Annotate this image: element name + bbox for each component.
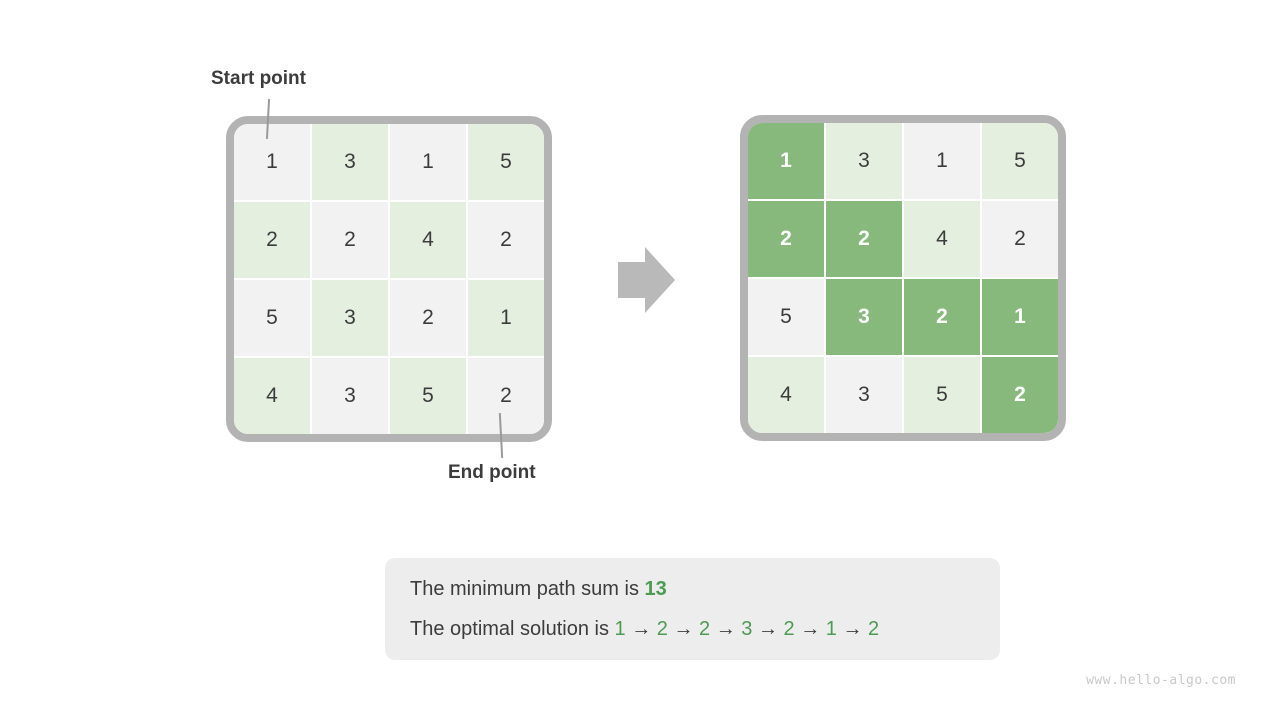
path-arrow-separator: →: [625, 618, 657, 640]
grid-cell: 3: [826, 123, 902, 199]
result-path-sequence: 1 → 2 → 2 → 3 → 2 → 1 → 2: [615, 618, 880, 640]
grid-cell: 3: [312, 358, 388, 434]
grid-cell: 3: [826, 357, 902, 433]
grid-cell: 2: [982, 357, 1058, 433]
grid-cell: 1: [234, 124, 310, 200]
grid-cell: 5: [234, 280, 310, 356]
grid-cell: 1: [468, 280, 544, 356]
grid-cell: 1: [904, 123, 980, 199]
arrow-head: [645, 247, 675, 313]
grid-cell: 2: [826, 201, 902, 277]
grid-cell: 2: [390, 280, 466, 356]
result-path-line: The optimal solution is 1 → 2 → 2 → 3 → …: [410, 609, 1000, 649]
grid-cell: 4: [390, 202, 466, 278]
path-step-value: 1: [614, 618, 626, 640]
grid-cell: 4: [748, 357, 824, 433]
path-arrow-separator: →: [710, 618, 742, 640]
path-arrow-separator: →: [752, 618, 784, 640]
grid-cell: 1: [748, 123, 824, 199]
path-step-value: 2: [699, 618, 711, 640]
grid-cell: 4: [234, 358, 310, 434]
grid-cell: 5: [390, 358, 466, 434]
result-path-text: The optimal solution is: [410, 618, 615, 640]
grid-cell: 5: [904, 357, 980, 433]
path-step-value: 1: [825, 618, 837, 640]
grid-cell: 2: [234, 202, 310, 278]
grid-cell: 2: [468, 202, 544, 278]
arrow-shaft: [618, 262, 645, 298]
watermark: www.hello-algo.com: [1086, 673, 1236, 688]
path-step-value: 2: [868, 618, 880, 640]
path-arrow-separator: →: [836, 618, 869, 640]
path-arrow-separator: →: [794, 618, 826, 640]
grid-cell: 2: [982, 201, 1058, 277]
start-point-label: Start point: [211, 68, 306, 89]
grid-cell: 3: [826, 279, 902, 355]
result-sum-text: The minimum path sum is: [410, 578, 645, 600]
path-step-value: 3: [741, 618, 753, 640]
grid-cell: 2: [468, 358, 544, 434]
result-box: The minimum path sum is 13 The optimal s…: [385, 558, 1000, 660]
grid-cell: 2: [748, 201, 824, 277]
grid-cell: 5: [982, 123, 1058, 199]
grid-cell: 1: [982, 279, 1058, 355]
result-sum-value: 13: [644, 578, 667, 600]
path-arrow-separator: →: [667, 618, 700, 640]
end-point-label: End point: [448, 462, 536, 483]
transform-arrow-icon: [618, 247, 675, 313]
grid-cell: 2: [904, 279, 980, 355]
grid-cell: 1: [390, 124, 466, 200]
grid-cell: 3: [312, 124, 388, 200]
grid-cell: 2: [312, 202, 388, 278]
grid-cell: 5: [468, 124, 544, 200]
path-step-value: 2: [783, 618, 795, 640]
grid-cell: 4: [904, 201, 980, 277]
path-step-value: 2: [656, 618, 668, 640]
grid-cell: 3: [312, 280, 388, 356]
grid-cell: 5: [748, 279, 824, 355]
result-sum-line: The minimum path sum is 13: [410, 569, 1000, 609]
